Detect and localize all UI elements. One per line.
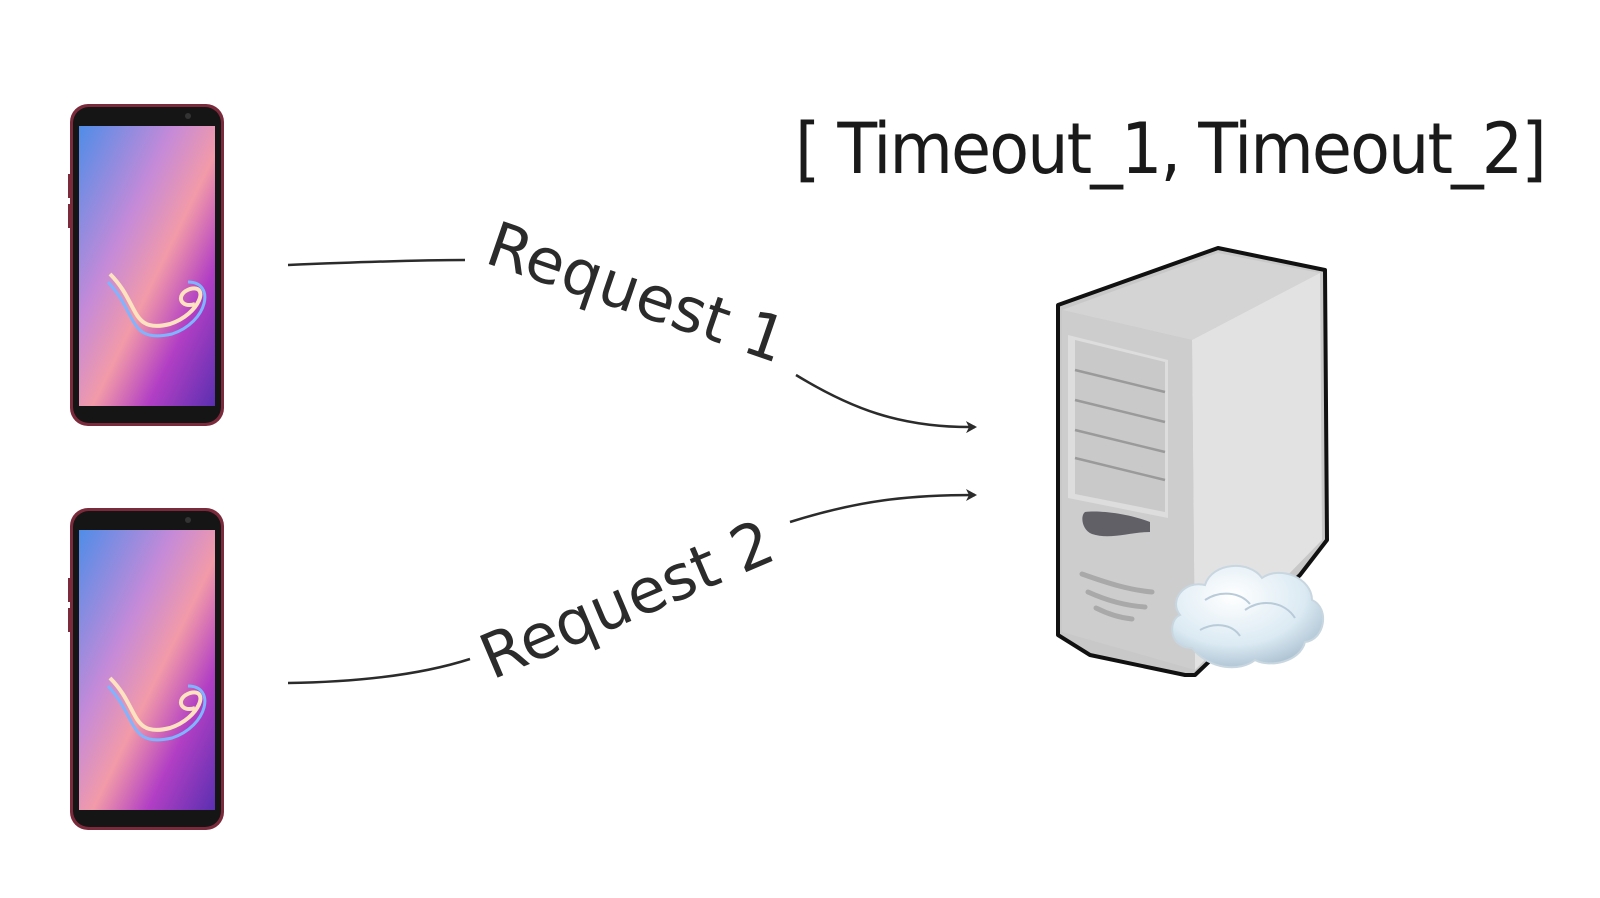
request-1-line-start bbox=[287, 258, 466, 267]
request-1-arrow bbox=[795, 373, 977, 434]
timeout-queue-title: [ Timeout_1, Timeout_2] bbox=[795, 108, 1547, 190]
cloud-icon bbox=[1171, 565, 1325, 669]
phone-1 bbox=[66, 102, 226, 428]
phone-2 bbox=[66, 506, 226, 832]
request-1-label: Request 1 bbox=[478, 207, 796, 377]
request-2-label: Request 2 bbox=[469, 505, 784, 694]
request-2-line-start bbox=[287, 657, 471, 685]
request-2-arrow bbox=[789, 489, 977, 524]
